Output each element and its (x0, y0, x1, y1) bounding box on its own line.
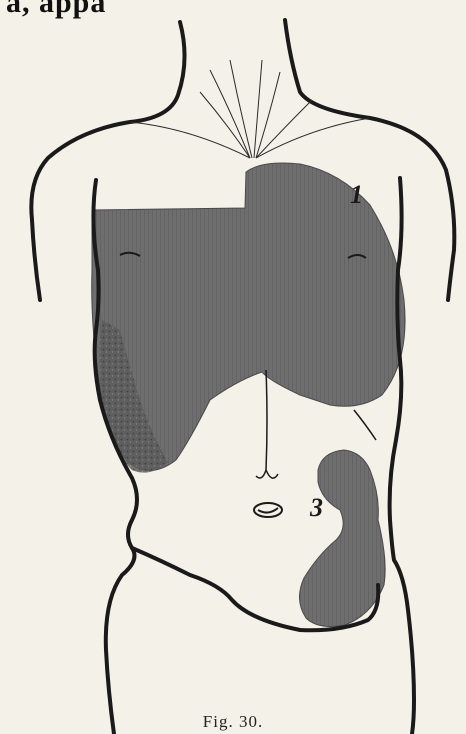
navel-mark (254, 503, 282, 517)
figure-caption: Fig. 30. (0, 712, 466, 732)
shaded-mass-lower (299, 450, 385, 626)
label-3: 3 (309, 493, 323, 522)
label-1: 1 (350, 180, 363, 209)
